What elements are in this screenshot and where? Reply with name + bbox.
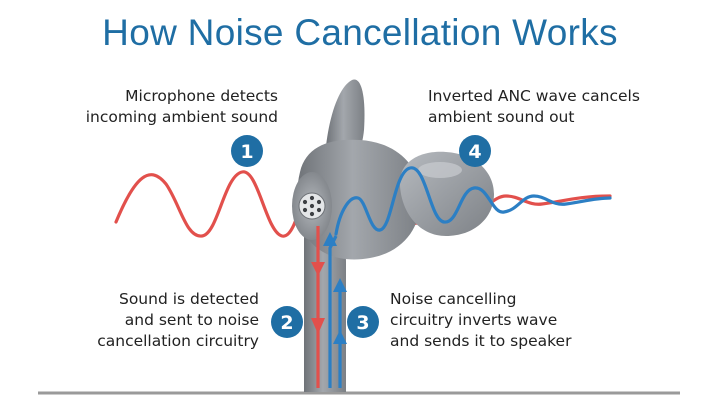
detected-signal-arrow-mid bbox=[311, 262, 325, 276]
step-2-line-2: and sent to noise bbox=[124, 311, 259, 329]
step-4-line-2: ambient sound out bbox=[428, 108, 575, 126]
step-1-line-1: Microphone detects bbox=[125, 87, 278, 105]
step-3-badge: 3 bbox=[347, 306, 379, 338]
ear-tip-highlight bbox=[418, 162, 462, 178]
step-4-label: Inverted ANC wave cancels ambient sound … bbox=[428, 86, 640, 128]
step-3-number: 3 bbox=[356, 312, 369, 334]
anc-inverted-wave bbox=[334, 166, 612, 236]
step-1-line-2: incoming ambient sound bbox=[85, 108, 278, 126]
detected-signal-arrow-bottom bbox=[311, 318, 325, 334]
step-3-line-3: and sends it to speaker bbox=[390, 332, 572, 350]
step-2-badge: 2 bbox=[271, 306, 303, 338]
step-1-number: 1 bbox=[240, 141, 253, 163]
step-4-number: 4 bbox=[468, 141, 481, 163]
step-3-label: Noise cancelling circuitry inverts wave … bbox=[390, 289, 571, 352]
step-3-line-2: circuitry inverts wave bbox=[390, 311, 558, 329]
inverted-signal-arrow-top bbox=[323, 232, 337, 246]
step-2-label: Sound is detected and sent to noise canc… bbox=[97, 289, 259, 352]
earbud-stem bbox=[304, 236, 346, 392]
step-2-number: 2 bbox=[280, 312, 293, 334]
step-2-line-3: cancellation circuitry bbox=[97, 332, 259, 350]
step-1-badge: 1 bbox=[231, 135, 263, 167]
step-1-label: Microphone detects incoming ambient soun… bbox=[86, 86, 278, 128]
microphone-holes bbox=[302, 195, 322, 217]
step-4-line-1: Inverted ANC wave cancels bbox=[428, 87, 640, 105]
page-title: How Noise Cancellation Works bbox=[102, 12, 618, 53]
step-4-badge: 4 bbox=[459, 135, 491, 167]
step-2-line-1: Sound is detected bbox=[118, 290, 259, 308]
step-3-line-1: Noise cancelling bbox=[390, 290, 517, 308]
